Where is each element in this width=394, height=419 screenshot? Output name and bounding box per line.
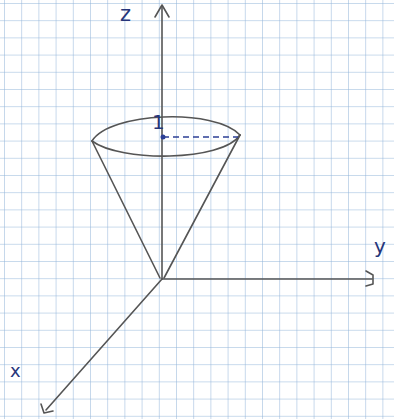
axis-label: z xyxy=(120,4,131,25)
x-axis xyxy=(46,279,162,410)
height-label: 1 xyxy=(152,112,165,132)
y-arrowhead xyxy=(366,271,373,286)
center-dot xyxy=(161,135,166,140)
axis-label: x xyxy=(10,362,21,380)
cone-rim-back xyxy=(92,117,240,141)
y-axis xyxy=(162,278,372,280)
x-arrowhead xyxy=(41,404,53,413)
cone-side xyxy=(92,141,160,278)
axis-label: y xyxy=(374,236,386,256)
z-axis xyxy=(161,6,163,279)
z-arrowhead xyxy=(155,5,169,17)
cone-rim-front xyxy=(92,135,240,156)
radius-dash xyxy=(163,136,238,138)
